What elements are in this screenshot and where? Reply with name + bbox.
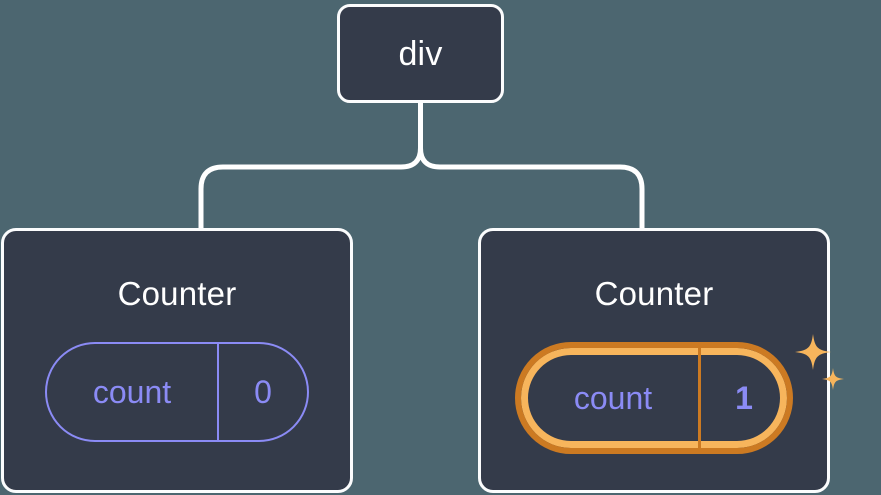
state-pill-right-key: count [528,348,698,448]
node-div[interactable]: div [337,4,504,103]
node-counter-left[interactable]: Counter count 0 [1,228,353,493]
state-pill-left-value: 0 [217,344,307,440]
sparkle-icon-small [822,368,844,390]
state-pill-right-value: 1 [698,348,787,448]
state-key-label: count [573,380,653,416]
connector-split-left [198,147,423,228]
node-counter-right[interactable]: Counter count 1 [478,228,844,493]
state-pill-wrapper-left: count 0 [45,342,309,442]
sparkle-icon-large [795,334,831,370]
connector-split-right [418,147,645,228]
state-pill-wrapper-right: count 1 [515,334,844,454]
state-value-label: 1 [735,380,753,416]
node-counter-left-title: Counter [117,275,237,312]
sparkle-group [795,334,844,390]
node-div-label: div [398,34,443,73]
state-key-label: count [92,374,172,410]
node-counter-right-title: Counter [594,275,714,312]
state-pill-left[interactable]: count 0 [45,342,309,442]
state-value-label: 0 [254,374,272,410]
state-pill-right[interactable]: count 1 [515,342,793,454]
state-pill-left-key: count [47,344,217,440]
